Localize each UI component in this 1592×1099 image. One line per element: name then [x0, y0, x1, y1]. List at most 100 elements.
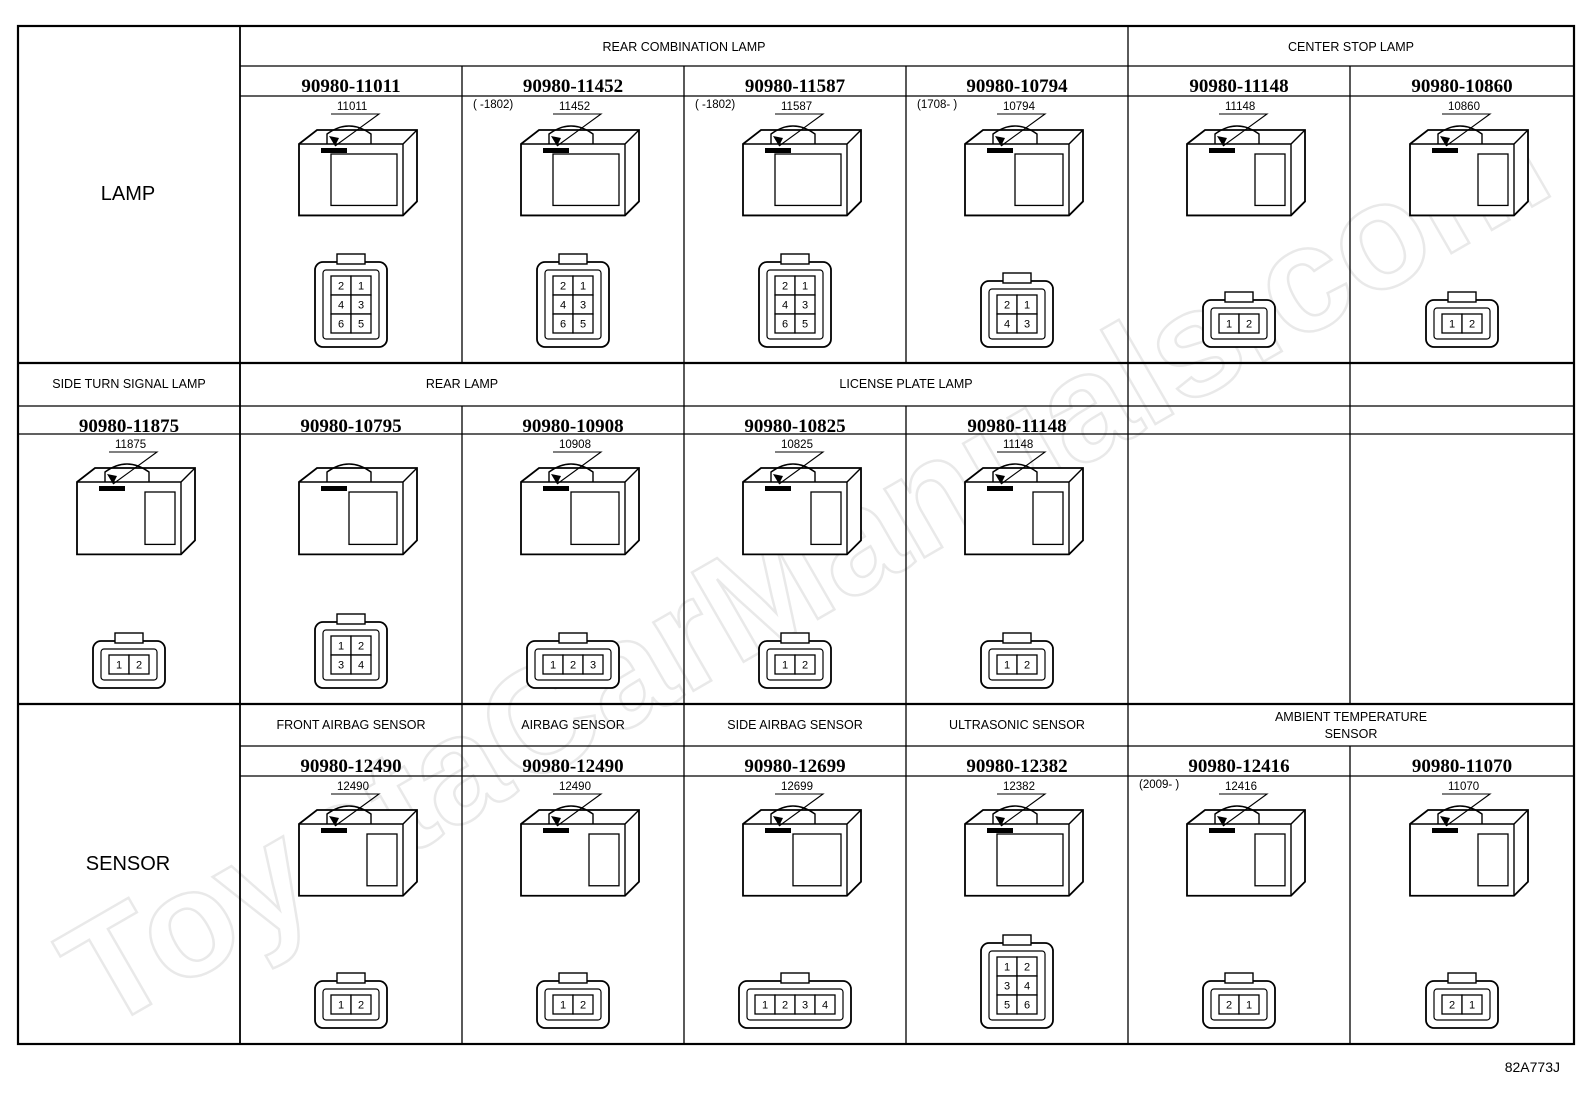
callout-label: 12416 [1225, 781, 1257, 793]
pin-number: 2 [136, 660, 142, 672]
callout-label: 11011 [337, 101, 367, 113]
part-number: 90980-11148 [967, 416, 1066, 437]
part-number: 90980-10794 [966, 76, 1068, 97]
lock-tab [1002, 272, 1032, 284]
connector-body-drawing [1409, 125, 1529, 217]
lock-latch [326, 805, 372, 824]
pin-number: 4 [338, 300, 344, 312]
terminal-cavity [1016, 313, 1038, 334]
callout-leader [553, 793, 603, 827]
terminal-cavity [572, 994, 594, 1015]
pin-number: 3 [358, 300, 364, 312]
callout-arrowhead [995, 474, 1005, 484]
part-id-stripe [987, 148, 1013, 153]
callout-label: 11148 [1225, 101, 1255, 113]
pin-number: 1 [1226, 319, 1232, 331]
pin-number: 3 [802, 300, 808, 312]
lock-tab [780, 253, 810, 265]
pin-number: 3 [1004, 981, 1010, 993]
face-rim [988, 950, 1046, 1021]
callout-arrowhead [1217, 816, 1227, 826]
callout-arrowhead [551, 136, 561, 146]
pin-number: 2 [570, 660, 576, 672]
callout-arrowhead [551, 474, 561, 484]
callout-label: 11587 [781, 101, 812, 113]
connector-body-drawing [1409, 805, 1529, 897]
lock-latch [104, 463, 150, 482]
part-number: 90980-11070 [1412, 756, 1512, 777]
lock-latch [548, 805, 594, 824]
cavity-face [792, 833, 842, 887]
connector-body-drawing [964, 805, 1084, 897]
lock-latch [548, 463, 594, 482]
callout-leader [775, 113, 825, 147]
model-year-note: (1708- ) [917, 99, 957, 111]
lock-latch [1214, 805, 1260, 824]
group-title-line: SENSOR [1325, 727, 1378, 741]
pin-number: 4 [560, 300, 566, 312]
pin-number: 6 [560, 319, 566, 331]
lock-tab [1002, 934, 1032, 946]
terminal-cavity [794, 654, 816, 675]
lock-latch [770, 125, 816, 144]
cavity-face [1477, 833, 1509, 887]
pin-number: 3 [1024, 319, 1030, 331]
part-id-stripe [543, 828, 569, 833]
pin-number: 4 [1004, 319, 1010, 331]
housing-edge [521, 129, 640, 216]
face-rim [544, 988, 602, 1021]
callout-leader [553, 113, 603, 147]
pin-number: 2 [1246, 319, 1252, 331]
terminal-cavity [1461, 994, 1483, 1015]
lock-tab [780, 972, 810, 984]
face-rim [766, 269, 824, 340]
pin-number: 1 [550, 660, 556, 672]
callout-label: 10794 [1003, 101, 1036, 113]
category-label: SENSOR [86, 853, 170, 875]
callout-leader [1442, 793, 1492, 827]
pin-number: 2 [580, 1000, 586, 1012]
face-rim [100, 648, 158, 681]
face-rim [534, 648, 612, 681]
terminal-cavity [1016, 994, 1038, 1015]
connector-body-drawing [742, 805, 862, 897]
part-number: 90980-11148 [1189, 76, 1288, 97]
category-label: LAMP [101, 183, 155, 205]
cavity-face [366, 833, 398, 887]
watermark-text: ToyotaCarManuals.com [34, 74, 1574, 1060]
pin-number: 5 [580, 319, 586, 331]
part-id-stripe [765, 828, 791, 833]
part-id-stripe [987, 486, 1013, 491]
lock-tab [780, 632, 810, 644]
callout-leader [997, 113, 1047, 147]
connector-body-drawing [298, 805, 418, 897]
lock-tab [558, 632, 588, 644]
cavity-face [1254, 153, 1286, 207]
part-id-stripe [1432, 828, 1458, 833]
callout-leader [775, 451, 825, 485]
pin-number: 1 [580, 281, 586, 293]
lock-tab [558, 972, 588, 984]
pin-number: 2 [1226, 1000, 1232, 1012]
lock-tab [1447, 972, 1477, 984]
cavity-face [996, 833, 1064, 887]
pin-number: 4 [782, 300, 788, 312]
housing-outline [298, 809, 418, 897]
group-title: ULTRASONIC SENSOR [949, 718, 1085, 732]
callout-label: 12490 [337, 781, 369, 793]
housing-edge [965, 467, 1084, 555]
terminal-cavity [1016, 654, 1038, 675]
pin-number: 2 [1469, 319, 1475, 331]
callout-leader [109, 451, 159, 485]
cavity-face [348, 491, 398, 546]
part-number: 90980-10825 [744, 416, 845, 437]
